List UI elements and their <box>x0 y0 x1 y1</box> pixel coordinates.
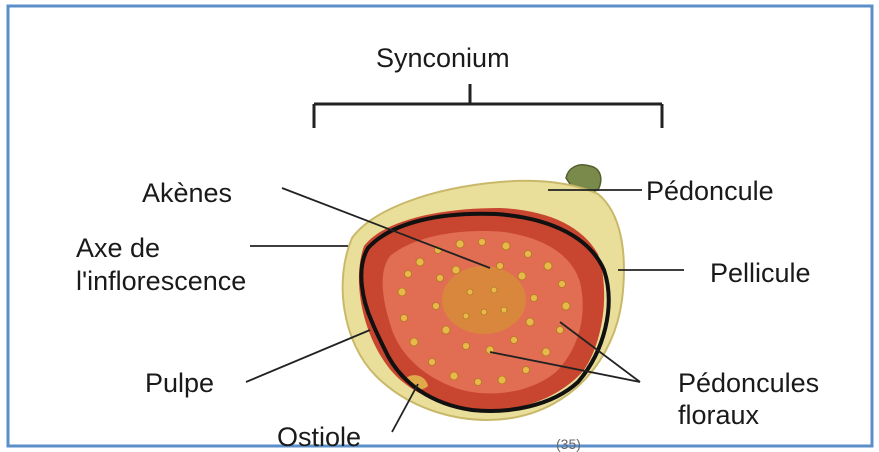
ostiole-label: Ostiole <box>277 422 361 452</box>
akenes-label: Akènes <box>142 178 232 208</box>
pedoncule-label: Pédoncule <box>646 176 774 206</box>
pulpe-label: Pulpe <box>145 368 214 398</box>
synconium-label: Synconium <box>376 43 510 73</box>
figure-number: (35) <box>556 436 581 452</box>
axe-label-line1: Axe de <box>76 233 160 263</box>
axe-label-line2: l'inflorescence <box>76 266 246 296</box>
pedoncules-floraux-label-line1: Pédoncules <box>678 368 819 398</box>
fig-center <box>442 266 526 334</box>
pedoncules-floraux-label-line2: floraux <box>678 400 759 430</box>
pellicule-label: Pellicule <box>710 258 811 288</box>
